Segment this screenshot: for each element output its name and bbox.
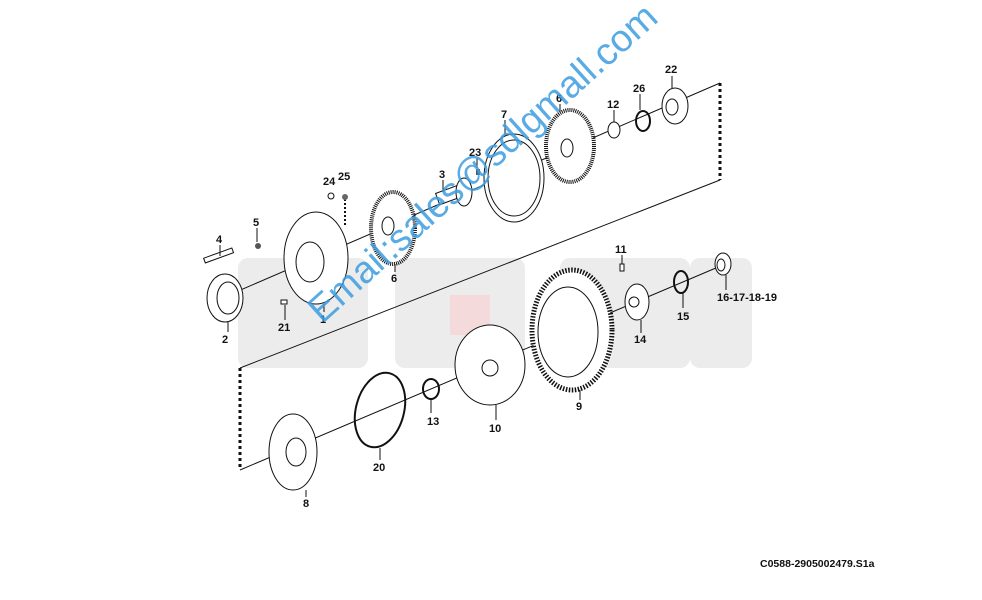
part-22-shim [661,87,689,125]
part-7-steel-plate [483,133,545,223]
label-part-15: 15 [677,311,689,323]
part-3-shaft [434,177,473,207]
label-part-23: 23 [469,147,481,159]
part-21-pin [280,299,288,305]
part-23-screw [476,169,480,175]
label-part-13: 13 [427,416,439,428]
label-part-4: 4 [216,234,223,246]
label-part-14: 14 [634,334,647,346]
label-part-22: 22 [665,64,677,76]
part-14-bearing [624,283,650,321]
part-9-ring-gear [529,267,615,393]
label-part-9: 9 [576,401,582,413]
part-26-ring [635,110,651,132]
drawing-code: C0588-2905002479.S1a [760,558,875,570]
label-part-8: 8 [303,498,309,510]
label-part-5: 5 [253,217,259,229]
part-25-washer [342,194,348,200]
label-part-12: 12 [607,99,619,111]
part-20-o-ring [353,371,407,449]
part-24-nut [327,192,335,200]
part-8-piston [268,413,318,491]
part-4-bolt [202,247,235,264]
label-part-20: 20 [373,462,385,474]
label-part-16-19: 16-17-18-19 [717,292,777,304]
label-part-24: 24 [323,176,336,188]
label-part-2: 2 [222,334,228,346]
part-10-carrier [454,324,526,406]
label-part-3: 3 [439,169,445,181]
part-11-pin [619,263,625,272]
label-part-6-upper: 6 [556,93,562,105]
leader-lines [219,76,727,497]
label-part-25: 25 [338,171,350,183]
part-6-disc-upper [544,108,596,184]
label-part-6-lower: 6 [391,273,397,285]
label-part-21: 21 [278,322,290,334]
part-16-19-shims [714,252,732,276]
part-1-housing [283,211,349,305]
label-part-1: 1 [320,314,326,326]
part-12-bearing [607,121,621,139]
label-part-26: 26 [633,83,645,95]
part-5-washer [255,243,261,249]
label-part-7: 7 [501,109,507,121]
part-2-seal [206,273,244,323]
part-15-ring [673,270,689,294]
label-part-10: 10 [489,423,501,435]
label-part-11: 11 [615,244,627,256]
part-6-disc-lower [369,190,417,266]
